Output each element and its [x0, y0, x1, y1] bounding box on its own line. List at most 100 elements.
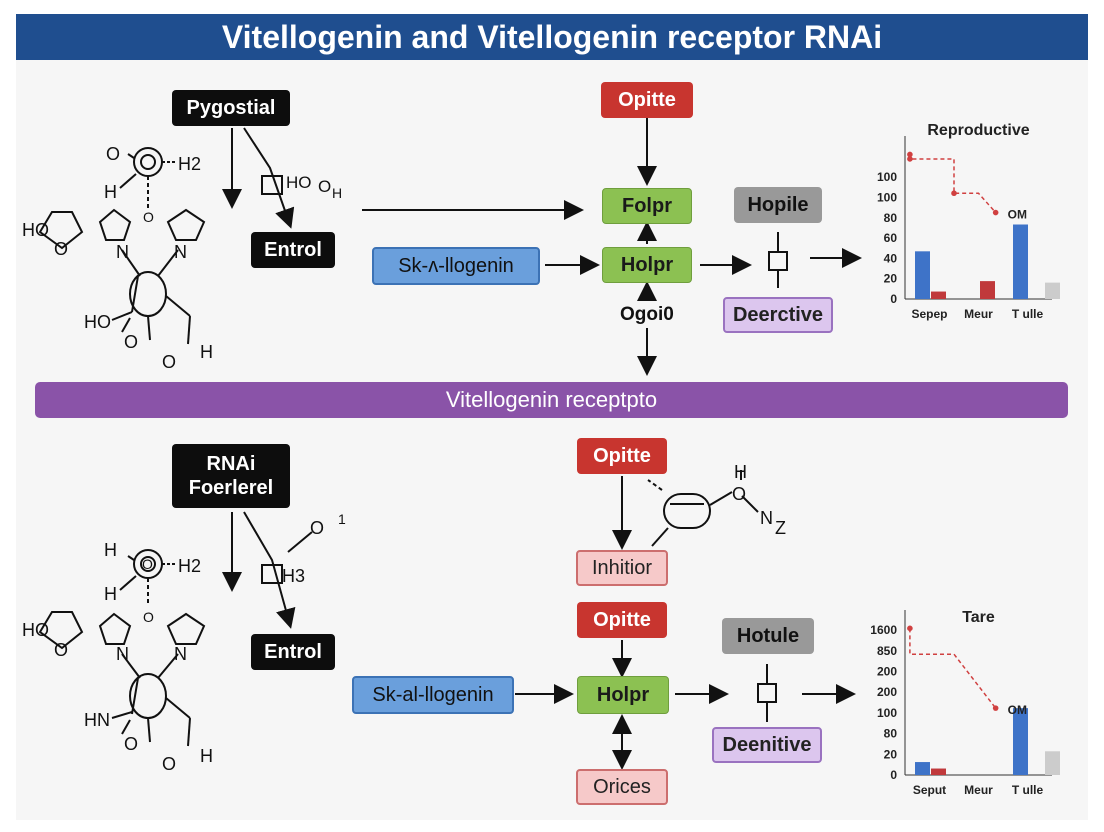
entrol-box: Entrol [251, 232, 335, 268]
y-tick-label: 850 [877, 644, 897, 658]
arrow-pygostial-entrol [243, 127, 295, 229]
chem-b-hb: H [104, 540, 117, 560]
x-tick-label: Sepep [911, 307, 947, 321]
bar [980, 281, 995, 299]
chem-b-h4: H [200, 746, 213, 766]
chem-side-h: H [332, 185, 342, 201]
line-point [992, 209, 999, 216]
y-tick-label: 200 [877, 685, 897, 699]
chem-h3: H [200, 342, 213, 362]
bar [931, 291, 946, 299]
square-symbol-bottom [261, 564, 283, 584]
chem-b-h3: H3 [282, 566, 305, 586]
y-tick-label: 80 [884, 211, 898, 225]
molecule-bottom [38, 549, 206, 747]
bar [1013, 708, 1028, 775]
line-point [992, 705, 999, 711]
line-series [909, 154, 997, 214]
y-tick-label: 100 [877, 706, 897, 720]
bar [1045, 282, 1060, 299]
y-tick-label: 80 [884, 727, 898, 741]
holpr-box: Holpr [602, 247, 692, 283]
rnai-box: RNAi Foerlerel [172, 444, 290, 508]
y-tick-label: 60 [884, 231, 898, 245]
bar [931, 768, 946, 775]
x-tick-label: T ulle [1012, 307, 1044, 321]
chart-title: Reproductive [927, 122, 1029, 139]
chem-o2: O [143, 209, 154, 225]
chem-b-n: N [760, 508, 773, 528]
chart-annotation: OM [1008, 703, 1027, 717]
chem-o4: O [162, 352, 176, 372]
ogoi-label: Ogoi0 [620, 304, 674, 325]
chem-b-h2: H2 [178, 556, 201, 576]
chem-b-hn: HN [84, 710, 110, 730]
chart-title: Tare [962, 609, 995, 626]
square-symbol [261, 175, 283, 195]
chem-b-ring-o: O [54, 640, 68, 660]
chem-b-n2: N [174, 644, 187, 664]
opitte-box-bottom-2: Opitte [577, 602, 667, 638]
x-tick-label: Meur [964, 783, 993, 797]
y-tick-label: 100 [877, 191, 897, 205]
chem-b-o2: O [143, 609, 154, 625]
y-tick-label: 20 [884, 747, 898, 761]
deenitive-box: Deenitive [712, 727, 822, 763]
deerctive-box: Deerctive [723, 297, 833, 333]
chem-b-ho-ring: HO [22, 620, 49, 640]
x-tick-label: Meur [964, 307, 993, 321]
bar [915, 762, 930, 775]
chem-b-o3: O [124, 734, 138, 754]
opitte-box: Opitte [601, 82, 693, 118]
chem-n1: N [116, 242, 129, 262]
y-tick-label: 200 [877, 665, 897, 679]
chem-hn: H [104, 182, 117, 202]
y-tick-label: 0 [890, 768, 897, 782]
chem-b-z: Z [775, 518, 786, 538]
entrol-box-bottom: Entrol [251, 634, 335, 670]
section-bar: Vitellogenin receptpto [35, 382, 1068, 418]
inhibitor-box: Inhitior [576, 550, 668, 586]
dashed-bond [647, 479, 663, 491]
bond-down [651, 527, 669, 547]
ring-structure [663, 493, 711, 529]
hopile-box: Hopile [734, 187, 822, 223]
molecule-top [38, 147, 206, 345]
opitte-box-bottom-1: Opitte [577, 438, 667, 474]
chem-b-o: O [732, 484, 746, 504]
gate-symbol [768, 251, 788, 271]
orices-box: Orices [576, 769, 668, 805]
arrow-rnai-entrol [243, 511, 296, 629]
x-tick-label: Seput [913, 783, 946, 797]
y-tick-label: 1600 [870, 623, 897, 637]
chem-b-one: 1 [338, 511, 346, 527]
folpr-box: Folpr [602, 188, 692, 224]
chem-b-hv: H [104, 584, 117, 604]
y-tick-label: 20 [884, 272, 898, 286]
sk-al-llogenin-box: Sk-al-llogenin [352, 676, 514, 714]
chem-o: O [106, 144, 120, 164]
bond-o1 [287, 531, 313, 553]
bar [1045, 751, 1060, 775]
x-tick-label: T ulle [1012, 783, 1044, 797]
y-tick-label: 0 [890, 292, 897, 306]
holpr-box-bottom: Holpr [577, 676, 669, 714]
bond-o [709, 491, 733, 506]
bar [1013, 224, 1028, 299]
line-series [909, 628, 997, 709]
chem-ho2: HO [84, 312, 111, 332]
diagram-title: Vitellogenin and Vitellogenin receptor R… [16, 14, 1088, 60]
gate-symbol-bottom [757, 683, 777, 703]
chem-b-n1: N [116, 644, 129, 664]
chart-annotation: OM [1008, 208, 1027, 222]
chem-n2: N [174, 242, 187, 262]
y-tick-label: 100 [877, 170, 897, 184]
bar [915, 251, 930, 299]
line-point [907, 156, 913, 162]
chem-side: HO [286, 173, 312, 192]
chem-b-o4: O [162, 754, 176, 774]
sk-llogenin-box: Sk-ʌ-llogenin [372, 247, 540, 285]
